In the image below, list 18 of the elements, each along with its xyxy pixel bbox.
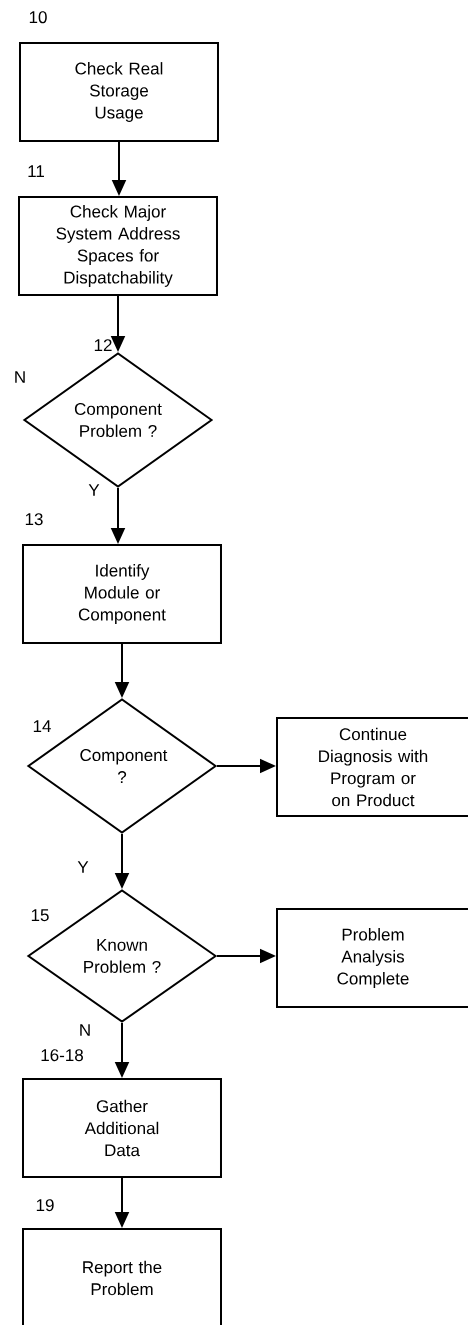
process-box: Identify Module or Component — [22, 544, 222, 644]
step-number: 11 — [28, 165, 44, 177]
process-box: Report the Problem — [22, 1228, 222, 1325]
step-number: 10 — [29, 11, 47, 24]
process-box: Check Major System Address Spaces for Dispatchability — [18, 196, 218, 296]
step-number: 19 — [36, 1199, 54, 1212]
edge-label: Y — [76, 860, 90, 874]
process-box: Gather Additional Data — [22, 1078, 222, 1178]
process-box: Continue Diagnosis with Program or on Product — [276, 717, 468, 817]
step-number: 16-18 — [41, 1049, 83, 1062]
branch-label: N — [15, 371, 25, 383]
step-number: 14 — [33, 720, 51, 732]
step-number: 13 — [25, 513, 43, 526]
process-box: Check Real Storage Usage — [19, 42, 219, 142]
step-number: 12 — [94, 339, 112, 351]
process-box: Problem Analysis Complete — [276, 908, 468, 1008]
edge-label: N — [77, 1023, 93, 1037]
step-number: 15 — [31, 909, 49, 922]
